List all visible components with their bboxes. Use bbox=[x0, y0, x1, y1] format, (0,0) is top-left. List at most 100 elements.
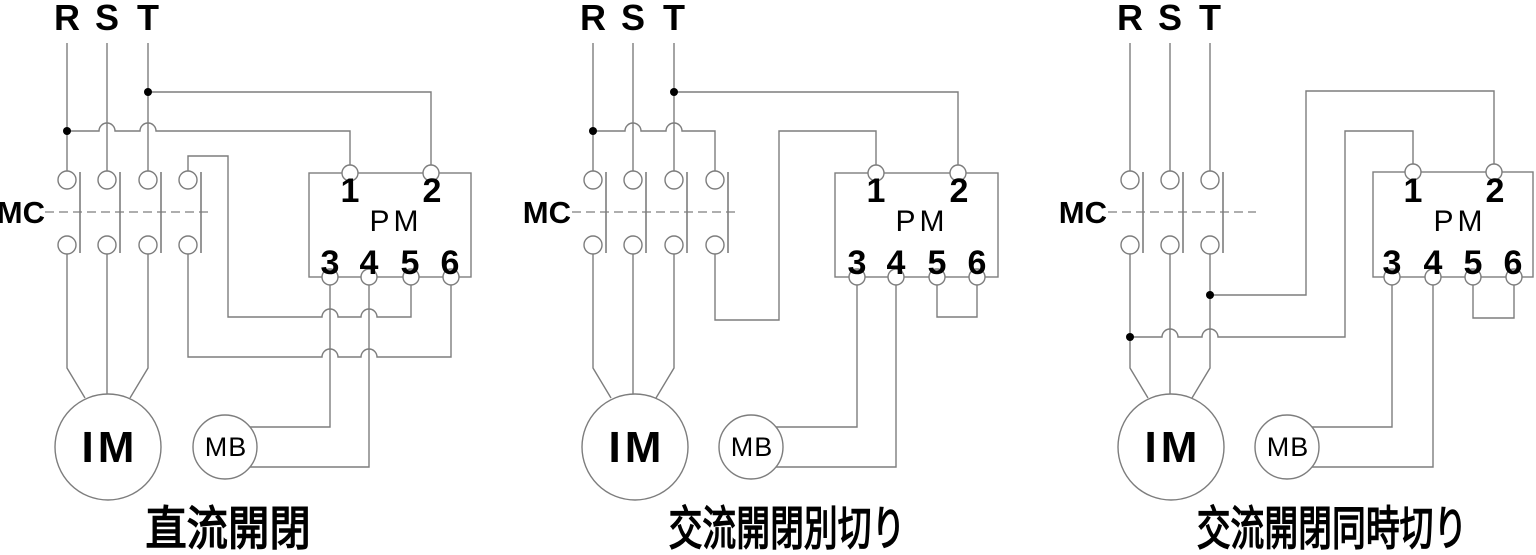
pm-terminal-4 bbox=[887, 268, 905, 286]
contact-circle bbox=[138, 235, 158, 255]
contact-circle bbox=[623, 235, 643, 255]
pm-terminal-label-2: 2 bbox=[950, 172, 969, 210]
contact-circle bbox=[1200, 170, 1220, 190]
mb-brake-circle bbox=[192, 414, 258, 480]
pm-terminal-label-6: 6 bbox=[441, 244, 460, 282]
pm-terminal-label-6: 6 bbox=[1504, 244, 1523, 282]
contact-circle bbox=[1160, 235, 1180, 255]
contact-circle bbox=[57, 170, 77, 190]
contact-circle bbox=[705, 235, 725, 255]
pm-terminal-label-3: 3 bbox=[1383, 244, 1402, 282]
wire-t-branch-to-pm2 bbox=[148, 91, 432, 166]
contact-circle bbox=[1120, 235, 1140, 255]
wire-pole4-bottom-to-pm6 bbox=[187, 252, 452, 358]
wire-im-feed-r bbox=[1129, 252, 1149, 399]
diagram-caption: 交流開閉別切り bbox=[669, 503, 906, 555]
pm-terminal-5 bbox=[1464, 268, 1482, 286]
phase-label-r: R bbox=[1117, 0, 1143, 38]
wire-pm3-to-mb bbox=[1312, 278, 1393, 428]
pm-terminal-1 bbox=[867, 164, 885, 182]
junction-dot bbox=[63, 127, 71, 135]
contact-circle bbox=[57, 235, 77, 255]
pm-box bbox=[834, 172, 999, 278]
wire-pm5-pm6-link bbox=[1472, 278, 1515, 319]
phase-label-r: R bbox=[54, 0, 80, 38]
wire-pm3-to-mb bbox=[776, 278, 858, 428]
im-motor-circle bbox=[1117, 393, 1225, 501]
diagram-caption: 交流開閉同時切り bbox=[1197, 503, 1468, 555]
phase-label-t: T bbox=[1199, 0, 1221, 38]
junction-dot bbox=[589, 127, 597, 135]
mc-label: MC bbox=[523, 195, 571, 230]
pm-label: PM bbox=[370, 205, 423, 238]
diagram-caption: 直流開閉 bbox=[145, 504, 310, 555]
contact-circle bbox=[1200, 235, 1220, 255]
wire-im-feed-t bbox=[655, 252, 675, 399]
junction-dot bbox=[1206, 291, 1214, 299]
mc-label: MC bbox=[0, 195, 45, 230]
pm-terminal-6 bbox=[1505, 268, 1523, 286]
pm-terminal-label-3: 3 bbox=[321, 244, 340, 282]
pm-terminal-label-5: 5 bbox=[1464, 244, 1483, 282]
im-label: IM bbox=[1145, 423, 1202, 472]
wire-r-branch-to-pm1 bbox=[67, 122, 351, 166]
pm-terminal-6 bbox=[442, 268, 460, 286]
mb-label: MB bbox=[205, 432, 248, 462]
phase-label-t: T bbox=[137, 0, 159, 38]
pm-terminal-2 bbox=[1485, 163, 1503, 181]
pm-label: PM bbox=[1434, 205, 1487, 238]
wire-t-branch-to-pm2 bbox=[674, 91, 959, 166]
im-motor-circle bbox=[581, 393, 689, 501]
junction-dot bbox=[670, 88, 678, 96]
pm-terminal-3 bbox=[848, 268, 866, 286]
mb-label: MB bbox=[1267, 432, 1310, 462]
pm-terminal-4 bbox=[360, 268, 378, 286]
contact-circle bbox=[97, 170, 117, 190]
pm-terminal-5 bbox=[928, 268, 946, 286]
contact-circle bbox=[178, 235, 198, 255]
wire-r-branch-to-pm1 bbox=[1130, 130, 1414, 338]
pm-terminal-1 bbox=[341, 164, 359, 182]
pm-box bbox=[308, 172, 472, 278]
mc-label: MC bbox=[1059, 195, 1107, 230]
pm-terminal-label-4: 4 bbox=[1424, 244, 1443, 282]
im-label: IM bbox=[609, 423, 666, 472]
pm-terminal-label-1: 1 bbox=[867, 172, 886, 210]
wire-pm4-to-mb bbox=[776, 278, 897, 468]
diagram-ac-switching-separate: R S T MC 1 2 PM 3 4 5 6 IM MB 交流開閉別切り bbox=[523, 0, 999, 555]
diagram-dc-switching: R S T MC 1 2 PM 3 4 5 6 IM MB 直流開閉 bbox=[0, 0, 472, 555]
contact-circle bbox=[705, 170, 725, 190]
wire-im-feed-t bbox=[1191, 252, 1211, 399]
wire-im-feed-r bbox=[66, 252, 86, 399]
mb-brake-circle bbox=[718, 414, 784, 480]
wire-t-branch-to-pm2 bbox=[1210, 90, 1495, 296]
pm-terminal-3 bbox=[1383, 268, 1401, 286]
contact-circle bbox=[1120, 170, 1140, 190]
contact-circle bbox=[583, 170, 603, 190]
pm-terminal-label-6: 6 bbox=[968, 244, 987, 282]
phase-label-r: R bbox=[580, 0, 606, 38]
wire-pole4-top-to-pm5 bbox=[187, 155, 412, 318]
phase-label-s: S bbox=[1158, 0, 1182, 38]
pm-terminal-2 bbox=[949, 164, 967, 182]
pm-terminal-label-4: 4 bbox=[360, 244, 379, 282]
contact-circle bbox=[664, 235, 684, 255]
pm-terminal-label-5: 5 bbox=[401, 244, 420, 282]
im-motor-circle bbox=[54, 393, 162, 501]
pm-terminal-label-5: 5 bbox=[928, 244, 947, 282]
contact-circle bbox=[1160, 170, 1180, 190]
pm-terminal-label-1: 1 bbox=[1404, 172, 1423, 210]
contact-circle bbox=[664, 170, 684, 190]
wire-pm3-to-mb bbox=[249, 278, 331, 428]
phase-label-s: S bbox=[95, 0, 119, 38]
pm-terminal-5 bbox=[402, 268, 420, 286]
pm-box bbox=[1372, 171, 1534, 278]
pm-terminal-2 bbox=[422, 164, 440, 182]
pm-label: PM bbox=[896, 205, 949, 238]
mb-brake-circle bbox=[1254, 414, 1320, 480]
pm-terminal-label-4: 4 bbox=[887, 244, 906, 282]
pm-terminal-4 bbox=[1424, 268, 1442, 286]
junction-dot bbox=[1126, 333, 1134, 341]
pm-terminal-label-3: 3 bbox=[848, 244, 867, 282]
